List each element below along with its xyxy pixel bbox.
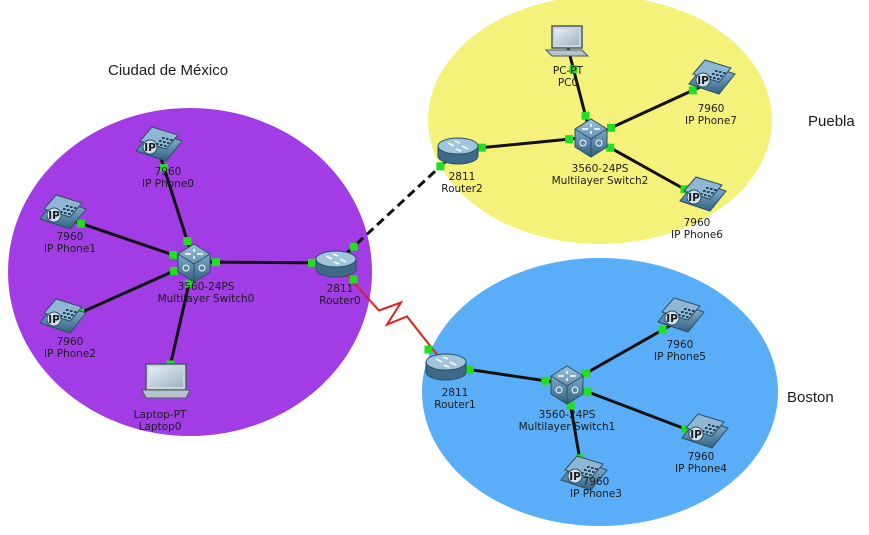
router0-icon[interactable] <box>315 250 357 278</box>
svg-text:IP: IP <box>688 192 700 204</box>
region-label-boston: Boston <box>787 389 834 406</box>
svg-text:IP: IP <box>569 471 581 483</box>
laptop0-model-label: Laptop-PT <box>134 409 187 421</box>
router2-model-label: 2811 <box>449 171 476 183</box>
phone4-icon[interactable]: IP <box>681 413 729 449</box>
region-label-mexico: Ciudad de México <box>108 62 229 79</box>
port-indicator-switch1 <box>566 401 575 410</box>
switch1-name-label: Multilayer Switch1 <box>519 421 616 433</box>
switch0-name-label: Multilayer Switch0 <box>158 293 255 305</box>
port-indicator-pc0 <box>569 65 578 74</box>
svg-text:IP: IP <box>666 313 678 325</box>
svg-text:IP: IP <box>144 142 156 154</box>
pc0-model-label: PC-PT <box>553 65 584 77</box>
phone4-model-label: 7960 <box>688 451 715 463</box>
link-router0-router1 <box>335 262 447 367</box>
port-indicator-switch2 <box>606 143 615 152</box>
phone2-model-label: 7960 <box>57 336 84 348</box>
phone6-name-label: IP Phone6 <box>671 229 723 241</box>
router2-icon[interactable] <box>437 137 479 165</box>
port-indicator-phone7 <box>688 86 697 95</box>
port-indicator-switch1 <box>541 376 550 385</box>
port-indicator-switch1 <box>582 369 591 378</box>
switch1-icon[interactable] <box>550 365 584 405</box>
phone3-icon[interactable]: IP <box>560 455 608 491</box>
router0-model-label: 2811 <box>327 283 354 295</box>
phone3-name-label: IP Phone3 <box>570 488 622 500</box>
port-indicator-switch2 <box>581 111 590 120</box>
phone3-model-label: 7960 <box>583 476 610 488</box>
phone2-name-label: IP Phone2 <box>44 348 96 360</box>
port-indicator-phone6 <box>680 185 689 194</box>
phone1-icon[interactable]: IP <box>39 194 87 230</box>
phone0-name-label: IP Phone0 <box>142 178 194 190</box>
switch1-model-label: 3560-24PS <box>539 409 596 421</box>
phone2-icon[interactable]: IP <box>39 298 87 334</box>
port-indicator-router0 <box>349 242 358 251</box>
phone0-model-label: 7960 <box>155 166 182 178</box>
port-indicator-switch0 <box>211 258 220 267</box>
switch2-icon[interactable] <box>574 118 608 158</box>
phone4-name-label: IP Phone4 <box>675 463 727 475</box>
phone5-name-label: IP Phone5 <box>654 351 706 363</box>
router1-icon[interactable] <box>425 353 467 381</box>
laptop0-icon[interactable] <box>141 363 191 399</box>
port-indicator-router0 <box>349 275 358 284</box>
phone7-icon[interactable]: IP <box>688 59 736 95</box>
router2-name-label: Router2 <box>441 183 482 195</box>
port-indicator-switch0 <box>185 279 194 288</box>
port-indicator-phone1 <box>76 219 85 228</box>
region-puebla <box>428 0 772 244</box>
switch2-name-label: Multilayer Switch2 <box>552 175 649 187</box>
phone5-icon[interactable]: IP <box>657 297 705 333</box>
phone6-icon[interactable]: IP <box>679 176 727 212</box>
port-indicator-router2 <box>436 162 445 171</box>
phone1-name-label: IP Phone1 <box>44 243 96 255</box>
port-indicator-switch0 <box>183 237 192 246</box>
router1-name-label: Router1 <box>434 399 475 411</box>
phone5-model-label: 7960 <box>667 339 694 351</box>
svg-text:IP: IP <box>48 314 60 326</box>
switch2-model-label: 3560-24PS <box>572 163 629 175</box>
switch0-model-label: 3560-24PS <box>178 281 235 293</box>
phone0-icon[interactable]: IP <box>135 126 183 162</box>
port-indicator-router0 <box>308 258 317 267</box>
port-indicator-router1 <box>424 345 433 354</box>
port-indicator-switch0 <box>169 266 178 275</box>
region-label-puebla: Puebla <box>808 113 855 130</box>
port-indicator-router2 <box>477 143 486 152</box>
port-indicator-phone4 <box>681 424 690 433</box>
phone7-model-label: 7960 <box>698 103 725 115</box>
svg-text:IP: IP <box>690 429 702 441</box>
port-indicator-router1 <box>465 365 474 374</box>
svg-text:IP: IP <box>697 75 709 87</box>
port-indicator-switch2 <box>565 135 574 144</box>
svg-text:IP: IP <box>48 210 60 222</box>
phone1-model-label: 7960 <box>57 231 84 243</box>
port-indicator-switch0 <box>169 250 178 259</box>
port-indicator-phone5 <box>658 325 667 334</box>
laptop0-name-label: Laptop0 <box>139 421 182 433</box>
phone6-model-label: 7960 <box>684 217 711 229</box>
router0-name-label: Router0 <box>319 295 360 307</box>
port-indicator-phone0 <box>160 164 169 173</box>
pc0-name-label: PC0 <box>558 77 578 89</box>
switch0-icon[interactable] <box>177 243 211 283</box>
pc0-icon[interactable] <box>544 25 590 57</box>
port-indicator-switch2 <box>606 123 615 132</box>
router1-model-label: 2811 <box>442 387 469 399</box>
phone7-name-label: IP Phone7 <box>685 115 737 127</box>
port-indicator-switch1 <box>583 387 592 396</box>
